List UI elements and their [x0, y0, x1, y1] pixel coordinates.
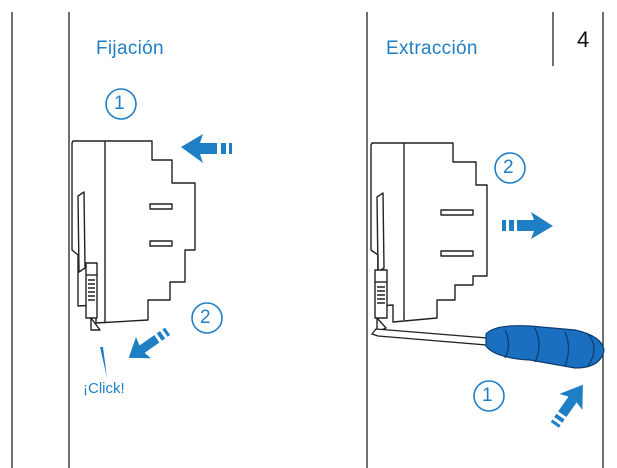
- arrow-down-left-icon: [128, 327, 171, 359]
- frame-lines: [11, 12, 604, 468]
- screwdriver-icon: [370, 325, 605, 369]
- step2-circle: [191, 302, 223, 334]
- step-number-2: 2: [200, 307, 211, 328]
- step1-circle: [105, 88, 137, 120]
- step-number-1-right: 1: [482, 385, 493, 406]
- page-number: 4: [577, 27, 590, 52]
- arrow-up-right-icon: [550, 384, 583, 428]
- arrow-in-icon: [181, 134, 232, 163]
- device-right: [370, 142, 488, 333]
- click-tick-icon: [100, 347, 107, 378]
- step-number-1: 1: [114, 93, 125, 114]
- device-left: [71, 140, 196, 331]
- step-number-2-right: 2: [503, 157, 514, 178]
- extraccion-title: Extracción: [386, 38, 478, 59]
- step2-circle-right: [494, 152, 526, 184]
- fijacion-title: Fijación: [96, 38, 164, 59]
- arrow-out-icon: [502, 212, 553, 239]
- step1-circle-right: [473, 380, 505, 412]
- click-label: ¡Click!: [83, 380, 125, 397]
